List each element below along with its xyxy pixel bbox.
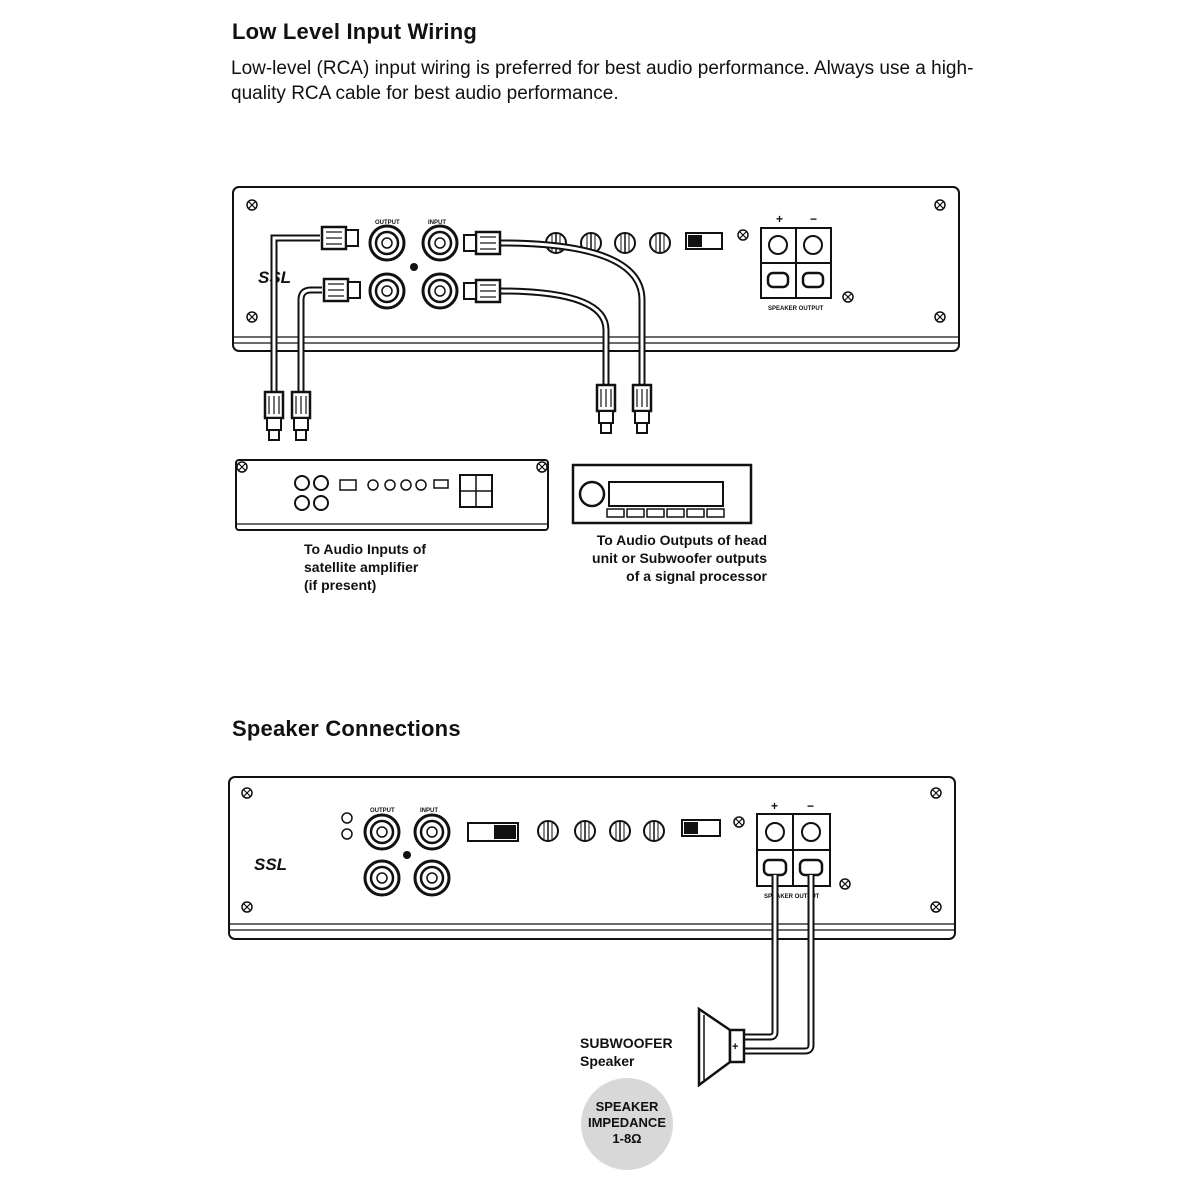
input-label: INPUT — [428, 220, 446, 226]
output-label: OUTPUT — [375, 220, 400, 226]
section-title-speaker: Speaker Connections — [232, 716, 461, 741]
speaker-terminals[interactable] — [760, 227, 832, 299]
head-unit — [571, 463, 753, 525]
impedance-badge-text: SPEAKER IMPEDANCE 1-8Ω — [587, 1099, 666, 1146]
speaker-terminals-2[interactable] — [756, 813, 831, 887]
brand-logo-2: SSL — [254, 855, 287, 874]
subwoofer-label: SUBWOOFER Speaker — [580, 1035, 673, 1069]
caption-satellite: To Audio Inputs of satellite amplifier (… — [304, 541, 427, 593]
satellite-amplifier — [235, 459, 549, 531]
svg-text:+: + — [732, 1041, 738, 1053]
subwoofer-speaker-icon: + — [697, 1006, 746, 1088]
section-title-low-level: Low Level Input Wiring — [232, 19, 477, 44]
amplifier-bottom: SSL OUTPUT INPUT — [228, 776, 956, 940]
impedance-badge — [581, 1078, 673, 1170]
amplifier-top: SSL OUTPUT INPUT — [232, 186, 960, 352]
speaker-output-label-2: SPEAKER OUTPUT — [764, 894, 820, 900]
input-label-2: INPUT — [420, 808, 438, 814]
plus-sign: + — [776, 212, 783, 226]
output-label-2: OUTPUT — [370, 808, 395, 814]
rca-plugs-right[interactable] — [595, 383, 653, 435]
phase-switch[interactable] — [685, 232, 723, 250]
speaker-wires — [744, 875, 815, 1055]
phase-switch-2[interactable] — [681, 819, 721, 837]
minus-sign-2: − — [807, 799, 814, 813]
caption-head-unit: To Audio Outputs of head unit or Subwoof… — [592, 532, 767, 584]
bass-boost-switch[interactable] — [467, 822, 519, 842]
input-cables — [499, 239, 646, 385]
minus-sign: − — [810, 212, 817, 226]
output-cables — [270, 234, 322, 395]
section-description: Low-level (RCA) input wiring is preferre… — [231, 58, 974, 104]
speaker-output-label: SPEAKER OUTPUT — [768, 306, 824, 312]
plus-sign-2: + — [771, 799, 778, 813]
rca-plugs-left[interactable] — [263, 390, 312, 442]
